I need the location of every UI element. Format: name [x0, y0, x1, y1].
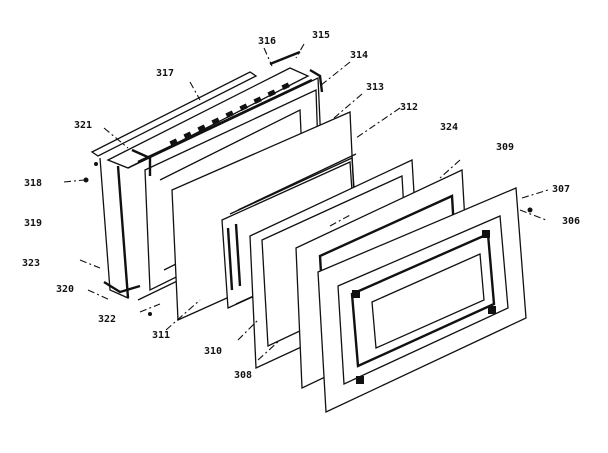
- door-front-panel: [317, 187, 527, 413]
- callout-318: 318: [24, 178, 42, 189]
- callout-314: 314: [350, 50, 368, 61]
- callout-309: 309: [496, 142, 514, 153]
- callout-321: 321: [74, 120, 92, 131]
- screws: [83, 162, 533, 316]
- callout-324: 324: [440, 122, 458, 133]
- callout-313: 313: [366, 82, 384, 93]
- callout-308: 308: [234, 370, 252, 381]
- callout-320: 320: [56, 284, 74, 295]
- callout-306: 306: [562, 216, 580, 227]
- callout-322: 322: [98, 314, 116, 325]
- callout-311: 311: [152, 330, 170, 341]
- callout-323: 323: [22, 258, 40, 269]
- callout-307: 307: [552, 184, 570, 195]
- callout-310: 310: [204, 346, 222, 357]
- callout-312: 312: [400, 102, 418, 113]
- callout-317: 317: [156, 68, 174, 79]
- callout-319: 319: [24, 218, 42, 229]
- callout-315: 315: [312, 30, 330, 41]
- leader-lines: [63, 43, 549, 361]
- callout-316: 316: [258, 36, 276, 47]
